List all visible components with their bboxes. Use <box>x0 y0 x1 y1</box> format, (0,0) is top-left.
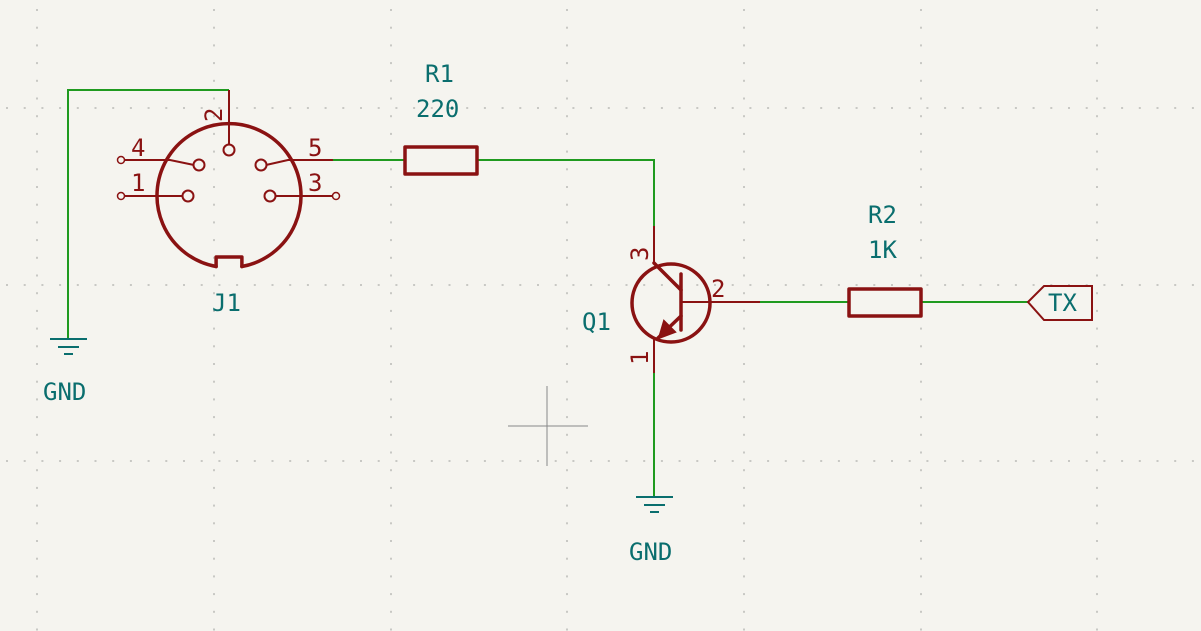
wires <box>67 89 1028 497</box>
din-pin-5-lead <box>265 159 333 166</box>
gnd-right-label: GND <box>629 538 672 566</box>
transistor-q1[interactable]: 3 1 2 Q1 <box>582 226 760 373</box>
power-gnd-right[interactable]: GND <box>629 496 673 566</box>
connector-j1[interactable]: 1 4 5 3 2 J1 <box>116 90 341 317</box>
din-pin-4-end <box>116 155 126 165</box>
din-pin-3-end <box>331 191 341 201</box>
din-pin-4-label: 4 <box>131 134 145 162</box>
resistor-r2[interactable]: R2 1K <box>847 201 923 318</box>
din-pin-2-hole <box>222 143 236 157</box>
din-pin-4-lead <box>124 159 195 166</box>
din-pin-3-hole <box>263 189 277 203</box>
din-pin-1-end <box>116 191 126 201</box>
din-pin-1-hole <box>181 189 195 203</box>
r2-value: 1K <box>868 236 897 264</box>
q1-emitter-arrow <box>657 319 677 340</box>
r1-reference: R1 <box>425 60 454 88</box>
r2-reference: R2 <box>868 201 897 229</box>
din-pin-1-label: 1 <box>131 169 145 197</box>
tx-label-flag <box>1026 285 1093 321</box>
q1-collector <box>652 261 683 292</box>
r2-body <box>847 287 923 318</box>
q1-pin-3-label: 3 <box>626 247 654 261</box>
din-key-notch <box>214 255 244 269</box>
q1-pin-1-label: 1 <box>626 351 654 365</box>
r1-body <box>403 145 479 176</box>
resistor-r1[interactable]: R1 220 <box>403 60 479 176</box>
wire-r1-q1[interactable] <box>477 159 655 226</box>
q1-reference: Q1 <box>582 308 611 336</box>
net-label-tx[interactable]: TX <box>1026 285 1093 321</box>
r1-value: 220 <box>416 95 459 123</box>
din-pin-5-hole <box>254 158 268 172</box>
din-pin-3-label: 3 <box>308 169 322 197</box>
gnd-left-label: GND <box>43 378 86 406</box>
q1-pin-2-label: 2 <box>711 275 725 303</box>
din-pin-2-label: 2 <box>200 108 228 122</box>
tx-label-text: TX <box>1048 289 1077 317</box>
din-pin-4-hole <box>192 158 206 172</box>
grid <box>6 9 1194 631</box>
wire-j1-pin2-gnd[interactable] <box>67 89 229 339</box>
power-gnd-left[interactable]: GND <box>43 338 87 406</box>
din-pin-5-label: 5 <box>308 134 322 162</box>
j1-reference: J1 <box>212 289 241 317</box>
cursor-crosshair <box>508 386 588 466</box>
